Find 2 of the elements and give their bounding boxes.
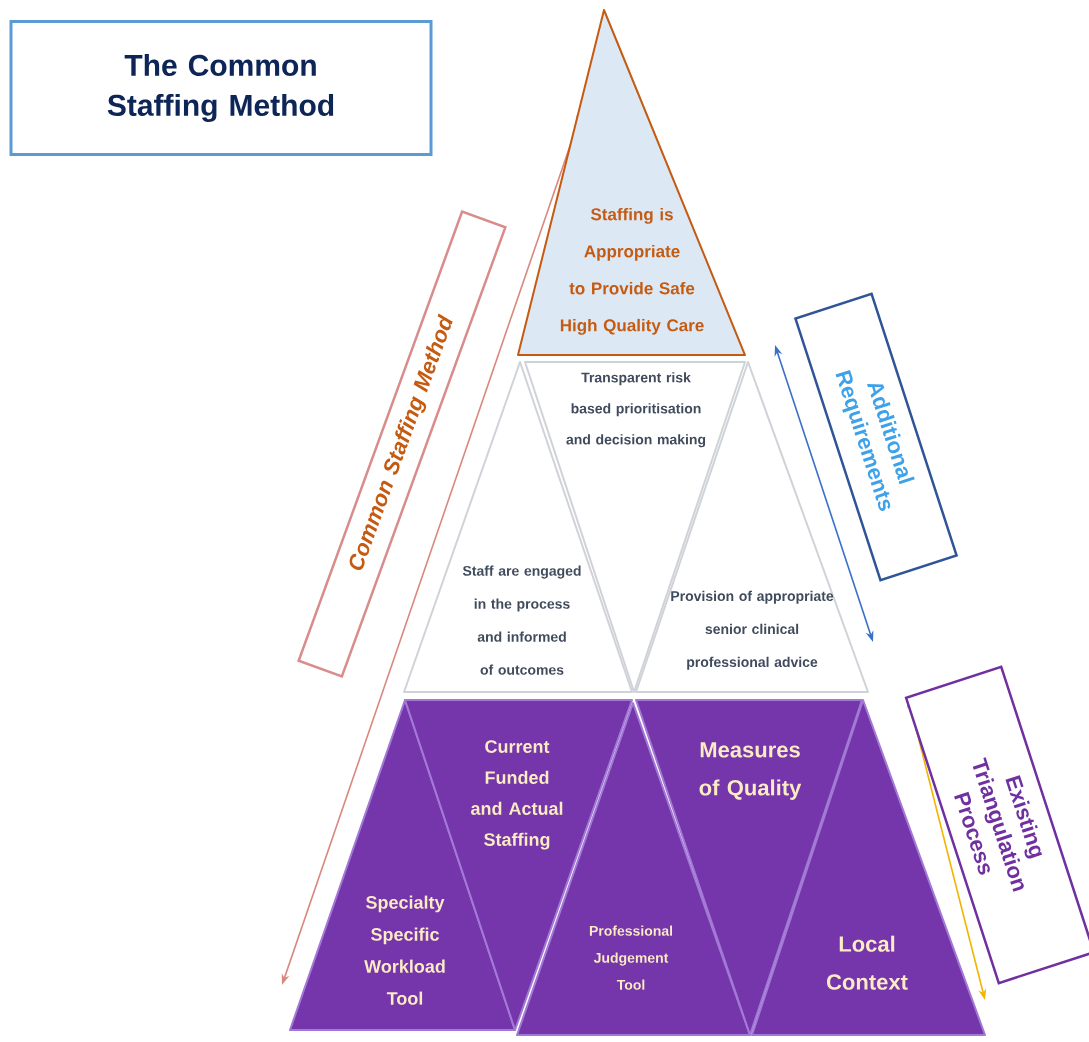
title-box: The Common Staffing Method [9, 20, 433, 156]
apex-triangle: Staffing is Appropriate to Provide Safe High Quality Care [517, 9, 746, 356]
